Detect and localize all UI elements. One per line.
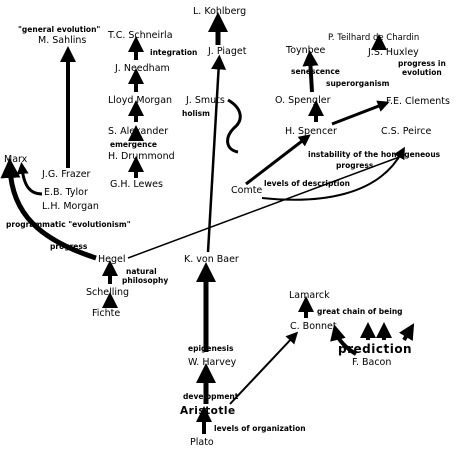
node-teilhard: P. Teilhard de Chardin xyxy=(328,33,420,43)
note-evolution: evolution xyxy=(402,68,442,77)
node-lamarck: Lamarck xyxy=(289,290,330,301)
node-schneirla: T.C. Schneirla xyxy=(108,30,173,41)
node-fichte: Fichte xyxy=(92,308,121,319)
note-holism: holism xyxy=(182,109,210,118)
arrow-von-baer-piaget xyxy=(206,54,227,253)
note-senescence: senescence xyxy=(291,67,340,76)
node-sahlins: M. Sahlins xyxy=(38,35,87,46)
arrow-aristotle-bonnet xyxy=(229,331,299,405)
node-von-baer: K. von Baer xyxy=(184,254,239,265)
note-progress-in: progress in xyxy=(398,59,446,68)
node-toynbee: Toynbee xyxy=(286,45,326,56)
note-general-evolution: "general evolution" xyxy=(18,25,101,34)
node-lloyd-morgan: Lloyd Morgan xyxy=(108,95,173,106)
node-lh-morgan: L.H. Morgan xyxy=(42,201,99,212)
node-hegel: Hegel xyxy=(98,254,126,265)
node-alexander: S. Alexander xyxy=(108,126,169,137)
node-piaget: J. Piaget xyxy=(208,46,247,57)
node-needham: J. Needham xyxy=(115,63,170,74)
node-huxley: J.S. Huxley xyxy=(368,47,419,58)
arrow-prediction-up-3 xyxy=(399,323,415,342)
note-great-chain-of-being: great chain of being xyxy=(317,307,403,316)
node-drummond: H. Drummond xyxy=(108,151,175,162)
note-progress: progress xyxy=(50,242,88,251)
arrow-frazer-marx xyxy=(16,162,43,196)
arrow-comte-peirce xyxy=(261,146,405,201)
note-levels-of-organization: levels of organization xyxy=(214,424,306,433)
note-integration: integration xyxy=(150,48,198,57)
node-clements: F.E. Clements xyxy=(386,96,450,107)
node-kohlberg: L. Kohlberg xyxy=(193,6,247,17)
node-schelling: Schelling xyxy=(86,287,130,298)
arrow-hegel-marx xyxy=(0,158,97,261)
note-instability-progress: progress xyxy=(336,161,374,170)
node-lewes: G.H. Lewes xyxy=(110,179,163,190)
line-hegel-peirce xyxy=(127,155,403,259)
node-marx: Marx xyxy=(4,154,28,165)
note-superorganism: superorganism xyxy=(326,79,390,88)
note-natural: natural xyxy=(126,267,157,276)
note-philosophy: philosophy xyxy=(122,276,169,285)
node-smuts: J. Smuts xyxy=(186,95,225,106)
note-development: development xyxy=(183,392,239,401)
node-comte: Comte xyxy=(231,185,263,196)
note-emergence: emergence xyxy=(110,140,158,149)
node-frazer: J.G. Frazer xyxy=(42,169,91,180)
node-spengler: O. Spengler xyxy=(275,95,331,106)
arrow-spengler-toynbee xyxy=(302,50,319,93)
note-programmatic-evolutionism: programmatic "evolutionism" xyxy=(6,220,131,229)
node-aristotle: Aristotle xyxy=(180,405,236,417)
node-plato: Plato xyxy=(190,437,214,448)
arrow-smuts-piaget xyxy=(226,98,242,154)
node-tylor: E.B. Tylor xyxy=(44,187,88,198)
note-epigenesis: epigenesis xyxy=(188,344,234,353)
node-harvey: W. Harvey xyxy=(188,357,237,368)
node-bonnet: C. Bonnet xyxy=(290,321,337,332)
arrow-prediction-bonnet xyxy=(330,324,358,356)
note-instability: instability of the homogeneous xyxy=(308,150,441,159)
node-peirce: C.S. Peirce xyxy=(381,126,432,137)
arrow-spencer-clements xyxy=(331,100,390,126)
node-bacon: F. Bacon xyxy=(352,357,392,368)
arrow-comte-spencer xyxy=(245,134,311,186)
note-prediction: prediction xyxy=(338,342,413,356)
node-spencer: H. Spencer xyxy=(285,126,337,137)
note-levels-of-description: levels of description xyxy=(264,179,350,188)
